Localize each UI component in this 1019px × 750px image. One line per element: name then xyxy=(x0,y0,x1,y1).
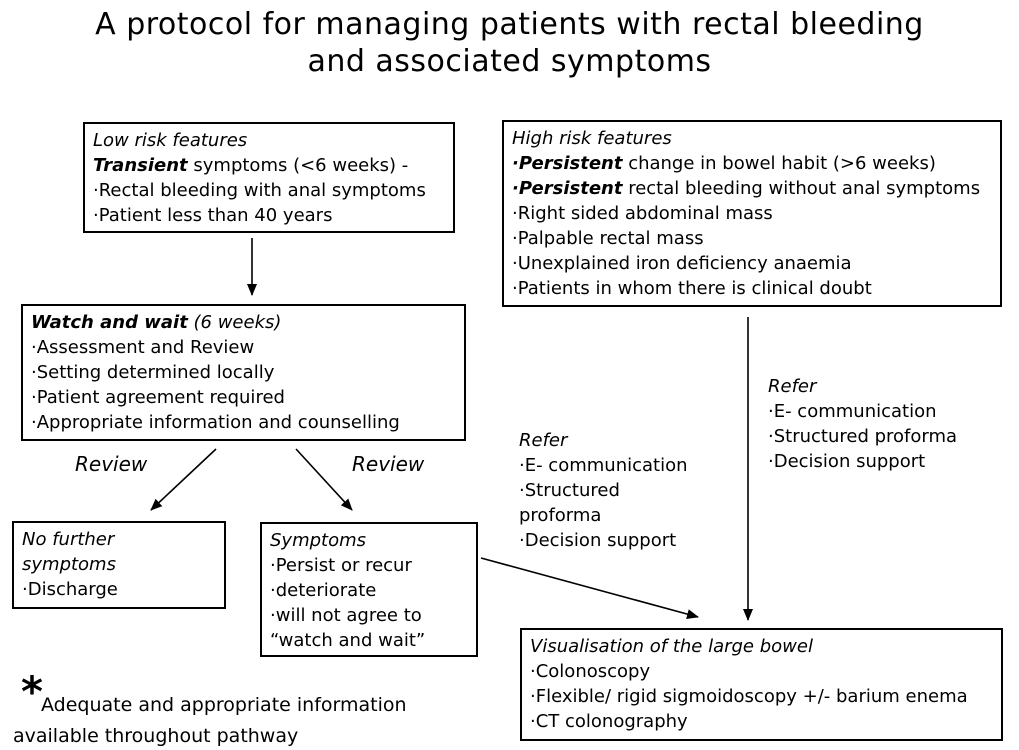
refer-right-bullet: ·E- communication xyxy=(768,401,937,422)
high-risk-bullet-rest: change in bowel habit (>6 weeks) xyxy=(622,153,936,174)
page-title-line2: and associated symptoms xyxy=(307,44,712,79)
visualisation-bullet: ·CT colonography xyxy=(530,711,688,732)
watch-and-wait-bullet: ·Setting determined locally xyxy=(31,362,275,383)
watch-and-wait-bullet: ·Assessment and Review xyxy=(31,337,255,358)
no-further-bullet: ·Discharge xyxy=(22,579,118,600)
symptoms-heading: Symptoms xyxy=(270,530,367,551)
review-label-right: Review xyxy=(352,452,425,476)
high-risk-bullet: ·Palpable rectal mass xyxy=(512,228,704,249)
low-risk-heading: Low risk features xyxy=(93,130,248,151)
refer-left-bullet: ·E- communication xyxy=(519,455,688,476)
high-risk-heading: High risk features xyxy=(512,128,672,149)
high-risk-bullet: ·Right sided abdominal mass xyxy=(512,203,773,224)
visualisation-bullet: ·Flexible/ rigid sigmoidoscopy +/- bariu… xyxy=(530,686,968,707)
symptoms-bullet: ·deteriorate xyxy=(270,580,377,601)
high-risk-bullet-rest: rectal bleeding without anal symptoms xyxy=(622,178,981,199)
footnote-asterisk: * xyxy=(21,667,43,716)
high-risk-persistent-bold: ·Persistent xyxy=(512,178,623,199)
refer-left-bullet: ·Decision support xyxy=(519,530,677,551)
refer-right-bullet: ·Decision support xyxy=(768,451,926,472)
review-label-left: Review xyxy=(75,452,148,476)
footnote-line2: available throughout pathway xyxy=(13,725,299,747)
low-risk-bullet: ·Patient less than 40 years xyxy=(93,205,333,226)
refer-left-bullet-wrap: proforma xyxy=(519,505,602,526)
watch-and-wait-heading-bold: Watch and wait xyxy=(31,312,188,333)
symptoms-bullet: ·will not agree to xyxy=(270,605,422,626)
high-risk-bullet: ·Persistent rectal bleeding without anal… xyxy=(512,176,992,201)
no-further-heading-line2: symptoms xyxy=(22,554,116,575)
watch-and-wait-box: Watch and wait (6 weeks) ·Assessment and… xyxy=(21,304,466,441)
footnote-line1: Adequate and appropriate information xyxy=(41,694,407,716)
high-risk-box: High risk features ·Persistent change in… xyxy=(502,120,1002,307)
symptoms-quote-line: “watch and wait” xyxy=(270,630,426,651)
visualisation-heading: Visualisation of the large bowel xyxy=(530,636,813,657)
symptoms-box: Symptoms ·Persist or recur ·deteriorate … xyxy=(260,522,478,657)
visualisation-bullet: ·Colonoscopy xyxy=(530,661,651,682)
no-further-heading-line1: No further xyxy=(22,529,115,550)
watch-and-wait-heading-rest: (6 weeks) xyxy=(187,312,282,333)
watch-and-wait-heading: Watch and wait (6 weeks) xyxy=(31,310,456,335)
high-risk-bullet: ·Patients in whom there is clinical doub… xyxy=(512,278,872,299)
arrow-symptoms-to-visualisation xyxy=(480,557,699,619)
footnote: * Adequate and appropriate information a… xyxy=(13,671,483,750)
arrow-review-to-nofurther xyxy=(150,448,217,511)
high-risk-bullet: ·Persistent change in bowel habit (>6 we… xyxy=(512,151,992,176)
low-risk-box: Low risk features Transient symptoms (<6… xyxy=(83,122,455,233)
visualisation-box: Visualisation of the large bowel ·Colono… xyxy=(520,628,1003,741)
watch-and-wait-bullet: ·Appropriate information and counselling xyxy=(31,412,400,433)
symptoms-bullet: ·Persist or recur xyxy=(270,555,412,576)
low-risk-bullet: ·Rectal bleeding with anal symptoms xyxy=(93,180,426,201)
high-risk-bullet: ·Unexplained iron deficiency anaemia xyxy=(512,253,852,274)
low-risk-transient-rest: symptoms (<6 weeks) - xyxy=(187,155,409,176)
low-risk-transient-line: Transient symptoms (<6 weeks) - xyxy=(93,153,445,178)
no-further-symptoms-box: No further symptoms ·Discharge xyxy=(12,521,226,609)
refer-right-heading: Refer xyxy=(768,376,817,397)
page-title-line1: A protocol for managing patients with re… xyxy=(95,7,924,42)
refer-block-left: Refer ·E- communication ·Structured prof… xyxy=(519,428,719,553)
refer-left-heading: Refer xyxy=(519,430,568,451)
low-risk-transient-bold: Transient xyxy=(93,155,188,176)
refer-block-right: Refer ·E- communication ·Structured prof… xyxy=(768,374,1008,474)
watch-and-wait-bullet: ·Patient agreement required xyxy=(31,387,285,408)
arrow-review-to-symptoms xyxy=(295,448,353,511)
high-risk-persistent-bold: ·Persistent xyxy=(512,153,623,174)
refer-left-bullet: ·Structured xyxy=(519,480,620,501)
refer-right-bullet: ·Structured proforma xyxy=(768,426,958,447)
page-title: A protocol for managing patients with re… xyxy=(0,6,1019,80)
